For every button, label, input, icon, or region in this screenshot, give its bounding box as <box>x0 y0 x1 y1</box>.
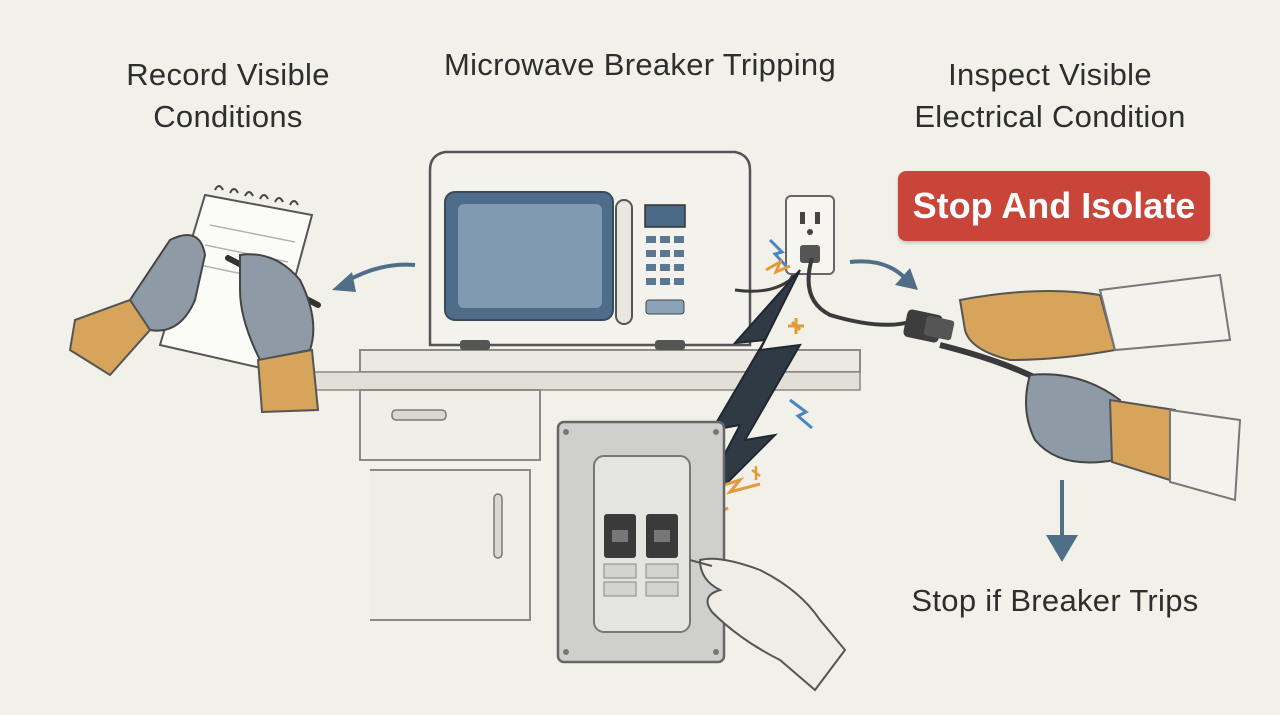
glove-left-hand <box>68 234 207 377</box>
glove-gray-hand <box>1025 373 1242 502</box>
stop-and-isolate-badge: Stop And Isolate <box>898 171 1210 241</box>
record-line-1: Record Visible <box>126 57 330 92</box>
arrow-to-stop <box>1046 480 1078 562</box>
inspect-line-1: Inspect Visible <box>948 57 1152 92</box>
title-text: Microwave Breaker Tripping <box>444 47 836 82</box>
hand-at-breaker <box>689 557 847 692</box>
glove-right-hand <box>239 253 320 414</box>
arrow-to-record <box>332 262 416 292</box>
inspect-condition-label: Inspect Visible Electrical Condition <box>880 54 1220 138</box>
plug-icon <box>903 309 955 343</box>
inspect-line-2: Electrical Condition <box>914 99 1186 134</box>
outlet-icon <box>785 195 835 275</box>
stop-if-trips-label: Stop if Breaker Trips <box>880 580 1230 622</box>
record-conditions-label: Record Visible Conditions <box>92 54 364 138</box>
diagram-title: Microwave Breaker Tripping <box>420 44 860 86</box>
record-line-2: Conditions <box>153 99 303 134</box>
arrow-to-inspect <box>849 259 918 290</box>
microwave-icon <box>428 150 752 350</box>
glove-tan-hand <box>958 273 1232 362</box>
stop-trips-text: Stop if Breaker Trips <box>911 583 1199 618</box>
breaker-panel-icon <box>556 420 726 664</box>
